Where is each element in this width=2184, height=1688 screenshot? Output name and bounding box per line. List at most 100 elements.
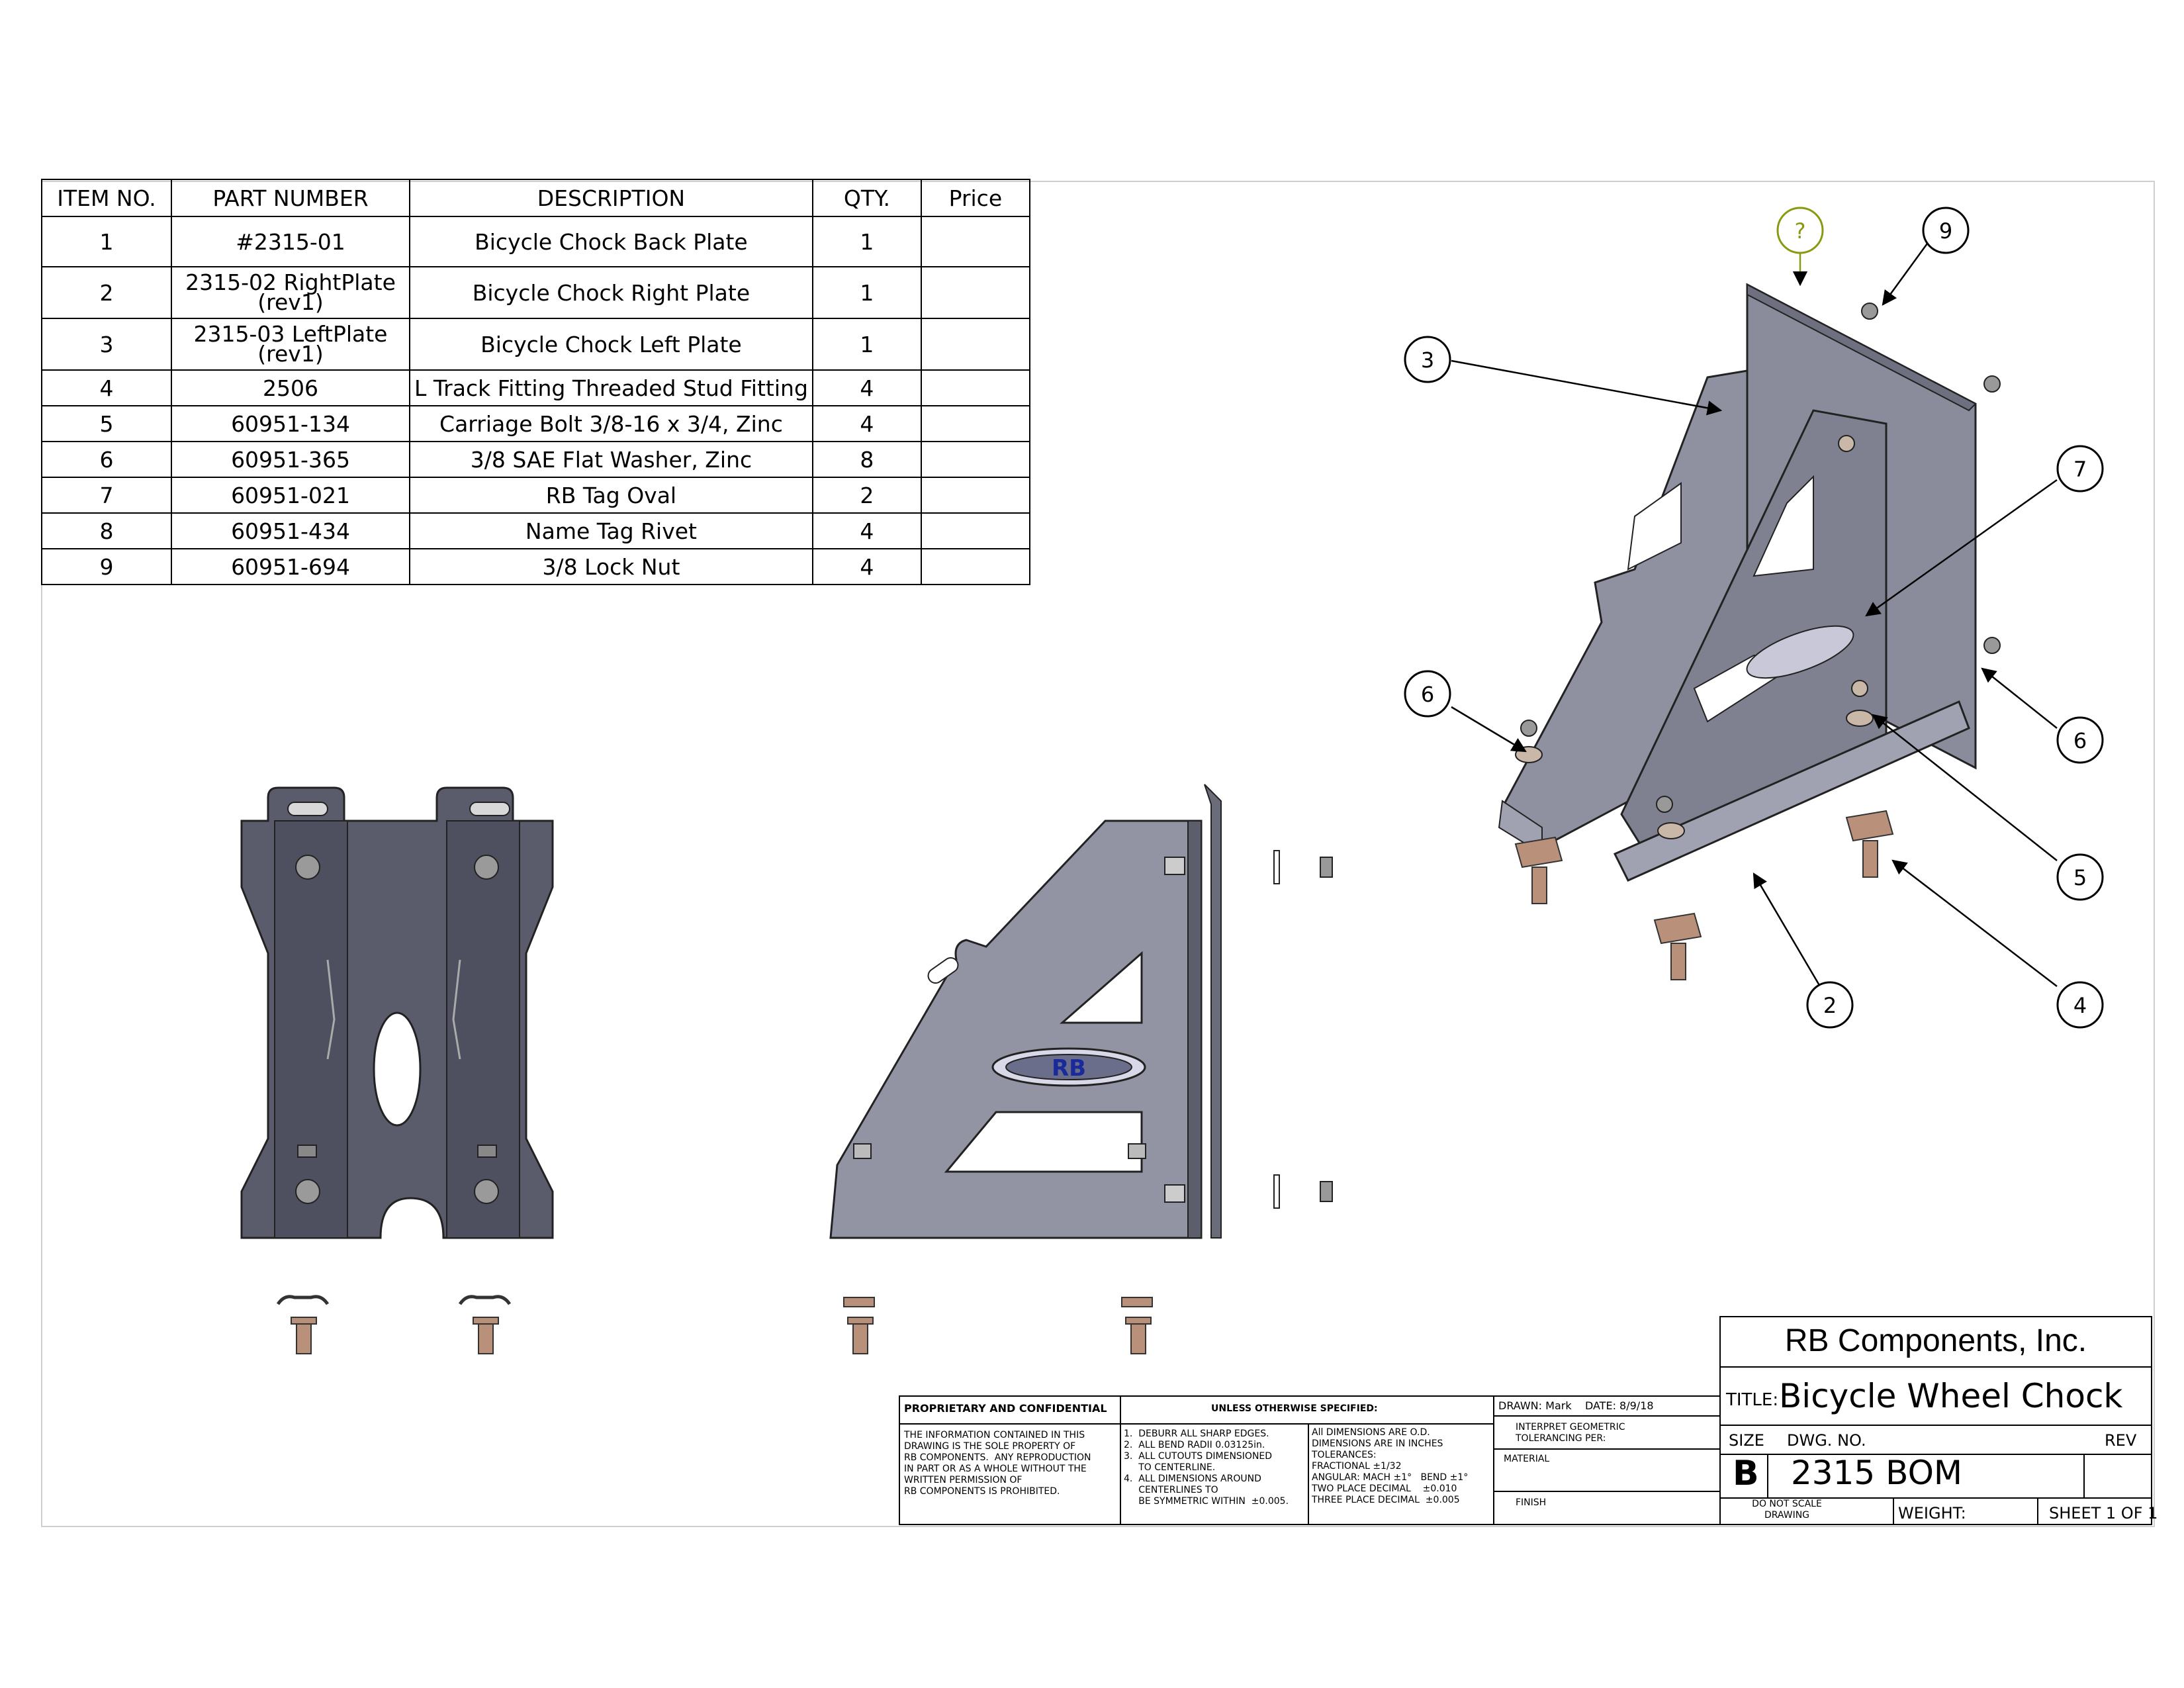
bom-desc: Carriage Bolt 3/8-16 x 3/4, Zinc <box>409 405 813 442</box>
bom-price <box>920 318 1030 371</box>
drawing-title: Bicycle Wheel Chock <box>1779 1377 2123 1415</box>
bom-qty: 8 <box>811 441 922 478</box>
balloon-6-left: 6 <box>1404 670 1451 718</box>
bom-qty: 1 <box>811 266 922 319</box>
bom-part: 60951-021 <box>171 477 410 514</box>
balloon-7: 7 <box>2056 445 2104 492</box>
interpret-line-2: TOLERANCING PER: <box>1516 1433 1606 1444</box>
bom-item: 3 <box>41 318 172 371</box>
unless-heading: UNLESS OTHERWISE SPECIFIED: <box>1211 1403 1378 1414</box>
side-view-fittings <box>843 1297 1153 1354</box>
weight-label: WEIGHT: <box>1898 1504 1966 1523</box>
rev-label: REV <box>2105 1431 2137 1450</box>
date-label: DATE: <box>1584 1399 1616 1412</box>
bom-item: 9 <box>41 548 172 585</box>
balloon-5-label: 5 <box>2073 865 2087 890</box>
drawing-border <box>41 181 2155 1527</box>
bom-desc: RB Tag Oval <box>409 477 813 514</box>
do-not-scale-line-2: DRAWING <box>1764 1510 1810 1521</box>
do-not-scale: DO NOT SCALE DRAWING <box>1721 1499 1853 1521</box>
bom-price <box>920 266 1030 319</box>
tolerance-line: ANGULAR: MACH ±1° BEND ±1° <box>1312 1472 1469 1483</box>
balloon-3: 3 <box>1404 336 1451 383</box>
bom-desc: L Track Fitting Threaded Stud Fitting <box>409 369 813 406</box>
balloon-leaders <box>1451 243 2058 987</box>
bom-qty: 4 <box>811 512 922 549</box>
note-line: BE SYMMETRIC WITHIN ±0.005. <box>1124 1496 1289 1507</box>
bom-desc: Name Tag Rivet <box>409 512 813 549</box>
bom-item: 8 <box>41 512 172 549</box>
drawn-label: DRAWN: <box>1498 1399 1543 1412</box>
proprietary-line: RB COMPONENTS. ANY REPRODUCTION <box>904 1452 1091 1463</box>
balloon-2-label: 2 <box>1823 993 1837 1018</box>
bom-item: 2 <box>41 266 172 319</box>
bom-qty: 4 <box>811 405 922 442</box>
bom-price <box>920 405 1030 442</box>
balloon-9-label: 9 <box>1939 218 1952 244</box>
balloon-2: 2 <box>1806 981 1854 1029</box>
bom-item: 4 <box>41 369 172 406</box>
sheet-number: SHEET 1 OF 1 <box>2049 1504 2158 1523</box>
bom-part-line: 60951-021 <box>231 482 350 508</box>
rb-tag-logo: RB <box>991 1047 1146 1087</box>
bom-row: 5 60951-134 Carriage Bolt 3/8-16 x 3/4, Zi… <box>41 405 1030 442</box>
bom-part: 60951-434 <box>171 512 410 549</box>
balloon-7-label: 7 <box>2073 457 2087 482</box>
bom-price <box>920 441 1030 478</box>
bom-desc: Bicycle Chock Back Plate <box>409 216 813 267</box>
interpret-line-1: INTERPRET GEOMETRIC <box>1516 1422 1625 1432</box>
proprietary-line: IN PART OR AS A WHOLE WITHOUT THE <box>904 1464 1087 1474</box>
bom-desc: 3/8 SAE Flat Washer, Zinc <box>409 441 813 478</box>
proprietary-line: WRITTEN PERMISSION OF <box>904 1475 1023 1485</box>
balloon-4: 4 <box>2056 981 2104 1029</box>
bom-part: 2315-02 RightPlate(rev1) <box>171 266 410 319</box>
note-line: 1. DEBURR ALL SHARP EDGES. <box>1124 1429 1269 1439</box>
dwg-no-label: DWG. NO. <box>1787 1431 1866 1450</box>
drawn-by: Mark <box>1545 1399 1572 1412</box>
tolerance-line: THREE PLACE DECIMAL ±0.005 <box>1312 1495 1460 1505</box>
bom-part-line: 60951-365 <box>231 446 350 473</box>
bom-part-rev: (rev1) <box>257 341 324 367</box>
bom-price <box>920 548 1030 585</box>
bom-header-row: ITEM NO. PART NUMBER DESCRIPTION QTY. Pr… <box>41 179 1030 217</box>
balloon-9: 9 <box>1922 207 1970 254</box>
balloon-5: 5 <box>2056 853 2104 901</box>
bom-part-line: 60951-434 <box>231 518 350 544</box>
material-label: MATERIAL <box>1504 1454 1550 1464</box>
bom-header-price: Price <box>920 179 1030 217</box>
tolerance-line: TWO PLACE DECIMAL ±0.010 <box>1312 1483 1457 1494</box>
bom-part-line: 2506 <box>263 375 318 401</box>
bom-row: 4 2506 L Track Fitting Threaded Stud Fitti… <box>41 369 1030 406</box>
balloon-3-label: 3 <box>1421 348 1434 373</box>
tolerances: All DIMENSIONS ARE O.D.DIMENSIONS ARE IN… <box>1312 1427 1468 1506</box>
tolerance-line: All DIMENSIONS ARE O.D. <box>1312 1427 1430 1438</box>
bom-part-line: 60951-134 <box>231 410 350 437</box>
bom-qty: 1 <box>811 216 922 267</box>
bom-price <box>920 216 1030 267</box>
tolerance-line: TOLERANCES: <box>1312 1450 1377 1460</box>
bom-qty: 4 <box>811 548 922 585</box>
front-view <box>240 786 554 1239</box>
bom-desc: 3/8 Lock Nut <box>409 548 813 585</box>
title-label: TITLE: <box>1726 1390 1779 1410</box>
proprietary-heading: PROPRIETARY AND CONFIDENTIAL <box>904 1402 1107 1415</box>
size-label: SIZE <box>1729 1431 1764 1450</box>
bom-part: 60951-134 <box>171 405 410 442</box>
side-view: RB <box>829 784 1333 1239</box>
bom-item: 5 <box>41 405 172 442</box>
isometric-view <box>1498 283 2001 980</box>
bom-table: ITEM NO. PART NUMBER DESCRIPTION QTY. Pr… <box>41 179 1030 585</box>
bom-qty: 2 <box>811 477 922 514</box>
interpret-note: INTERPRET GEOMETRIC TOLERANCING PER: <box>1516 1422 1625 1444</box>
note-line: 2. ALL BEND RADII 0.03125in. <box>1124 1440 1265 1450</box>
bom-item: 1 <box>41 216 172 267</box>
bom-item: 7 <box>41 477 172 514</box>
bom-qty: 1 <box>811 318 922 371</box>
proprietary-line: DRAWING IS THE SOLE PROPERTY OF <box>904 1441 1076 1452</box>
